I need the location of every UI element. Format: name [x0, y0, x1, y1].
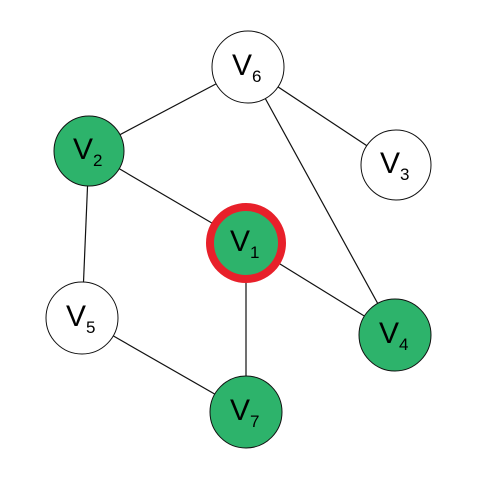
node-v3-label: V3 — [380, 147, 409, 184]
node-v7-circle — [209, 375, 283, 449]
node-v6-circle — [211, 30, 285, 104]
node-v1[interactable]: V1 — [206, 203, 286, 283]
node-v2[interactable]: V2 — [53, 115, 125, 187]
node-v5-label: V5 — [66, 300, 95, 337]
node-v3-circle — [360, 129, 432, 201]
node-v3[interactable]: V3 — [360, 129, 432, 201]
node-v1-label: V1 — [230, 225, 259, 262]
node-v5-circle — [45, 281, 119, 355]
node-v4-label: V4 — [379, 317, 408, 354]
node-v6-label: V6 — [232, 49, 261, 86]
graph-nodes: V6 V2 V3 V1 V5 — [45, 30, 432, 449]
node-v4-circle — [358, 298, 432, 372]
node-v7-label: V7 — [230, 394, 259, 431]
node-v1-selection-ring — [206, 203, 286, 283]
node-v7[interactable]: V7 — [209, 375, 283, 449]
node-v5[interactable]: V5 — [45, 281, 119, 355]
node-v2-circle — [53, 115, 125, 187]
node-v6[interactable]: V6 — [211, 30, 285, 104]
edge-v6-v4 — [247, 66, 396, 336]
node-v2-label: V2 — [73, 133, 102, 170]
node-v4[interactable]: V4 — [358, 298, 432, 372]
